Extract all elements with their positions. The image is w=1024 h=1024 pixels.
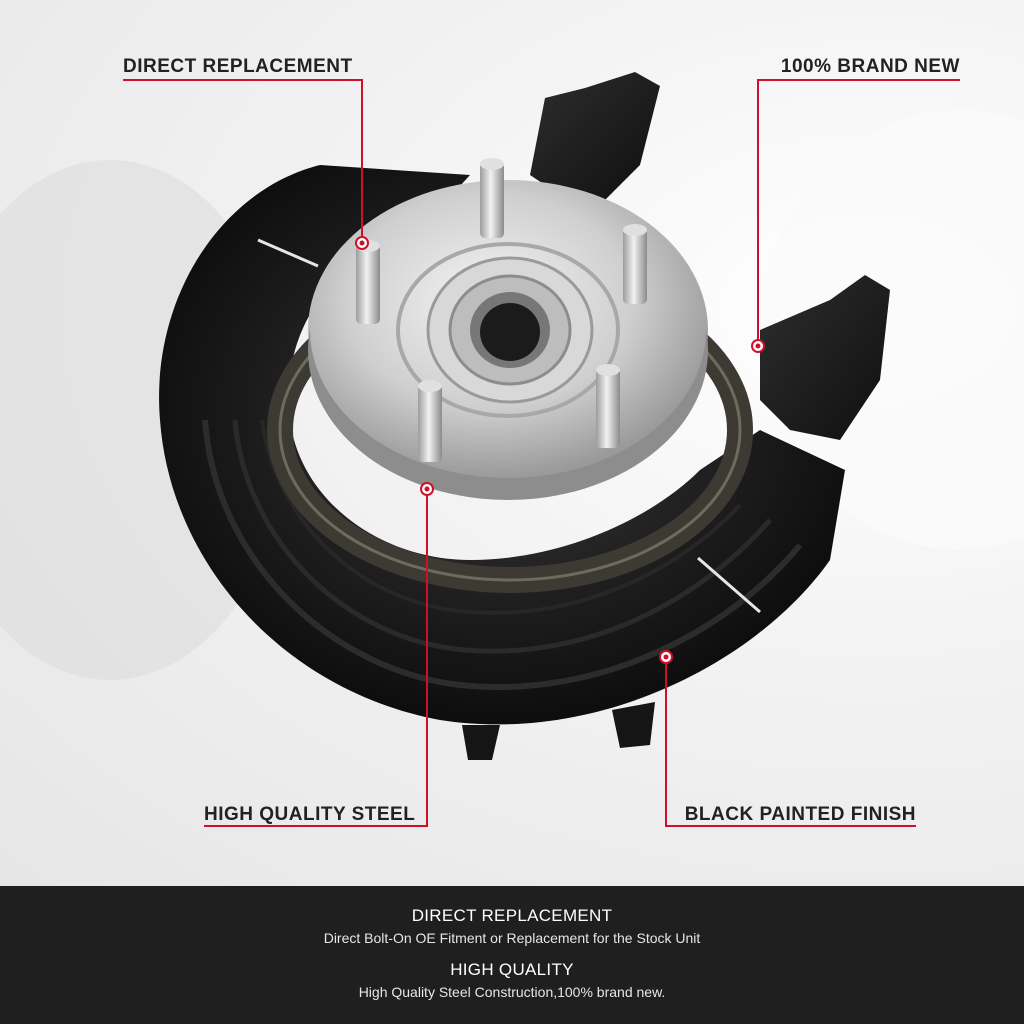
wheel-studs [356, 158, 647, 462]
callout-high-quality-steel: HIGH QUALITY STEEL [204, 804, 416, 825]
wheel-hub-knuckle-image [0, 72, 890, 760]
callout-brand-new: 100% BRAND NEW [780, 56, 960, 77]
product-stage: DIRECT REPLACEMENT 100% BRAND NEW HIGH Q… [0, 0, 1024, 886]
footer-desc-direct-replacement: Direct Bolt-On OE Fitment or Replacement… [323, 930, 701, 946]
knuckle-upper-arm [530, 72, 660, 200]
footer-desc-high-quality: High Quality Steel Construction,100% bra… [358, 984, 666, 1000]
callout-direct-replacement: DIRECT REPLACEMENT [123, 56, 353, 77]
footer-title-direct-replacement: DIRECT REPLACEMENT [411, 906, 613, 925]
footer-title-high-quality: HIGH QUALITY [450, 960, 574, 979]
callout-black-painted-finish: BLACK PAINTED FINISH [684, 804, 916, 825]
feature-footer: DIRECT REPLACEMENT Direct Bolt-On OE Fit… [0, 886, 1024, 1024]
